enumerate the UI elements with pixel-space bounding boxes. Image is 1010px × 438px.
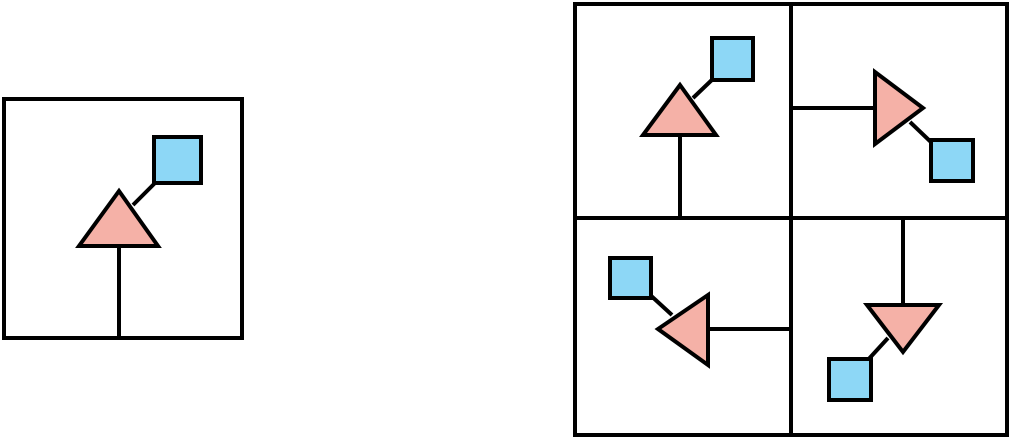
tile-top-right <box>791 68 975 183</box>
triangle-icon <box>873 68 927 148</box>
square-icon <box>827 357 873 402</box>
single-tile <box>2 97 244 340</box>
square-icon <box>608 256 653 300</box>
tile-bottom-left <box>608 256 791 369</box>
tile-top-left <box>639 36 755 218</box>
triangle-icon <box>654 291 710 369</box>
triangle-icon <box>75 187 162 248</box>
triangle-icon <box>639 81 720 137</box>
tile-frame <box>2 97 244 340</box>
square-icon <box>710 36 755 82</box>
tile-grid <box>573 2 1009 437</box>
square-icon <box>152 135 203 185</box>
square-icon <box>929 138 975 183</box>
tile-bottom-right <box>827 218 944 402</box>
triangle-icon <box>862 303 944 356</box>
